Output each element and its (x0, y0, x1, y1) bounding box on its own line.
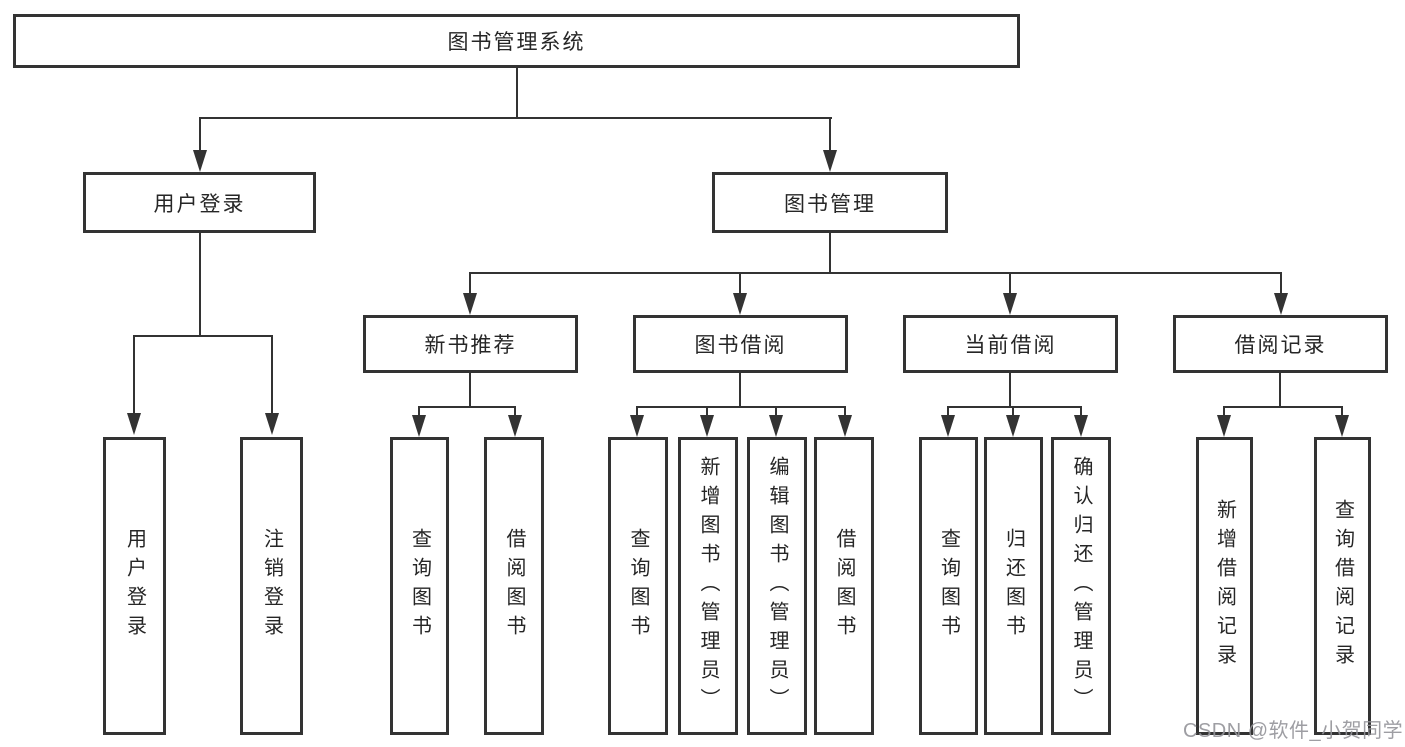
node-query-books-current: 查询图书 (919, 437, 978, 735)
arrow-down-icon (941, 415, 955, 437)
node-label: 编辑图书（管理员） (766, 455, 788, 717)
connector-line (636, 406, 638, 418)
arrow-down-icon (700, 415, 714, 437)
node-add-book-admin: 新增图书（管理员） (678, 437, 738, 735)
connector-line (469, 272, 471, 295)
arrow-down-icon (265, 413, 279, 435)
node-borrow-books-recommend: 借阅图书 (484, 437, 544, 735)
connector-line (844, 406, 846, 418)
connector-line (199, 232, 201, 337)
node-current-borrowing: 当前借阅 (903, 315, 1118, 373)
arrow-down-icon (733, 293, 747, 315)
node-query-books-borrow: 查询图书 (608, 437, 668, 735)
connector-line (739, 272, 741, 295)
node-return-books: 归还图书 (984, 437, 1043, 735)
connector-line (514, 406, 516, 418)
connector-line (133, 335, 273, 337)
connector-line (636, 406, 846, 408)
arrow-down-icon (193, 150, 207, 172)
csdn-watermark: CSDN @软件_小贺同学 (1183, 720, 1404, 742)
arrow-down-icon (1274, 293, 1288, 315)
arrow-down-icon (838, 415, 852, 437)
connector-line (1009, 372, 1011, 408)
node-add-borrow-record: 新增借阅记录 (1196, 437, 1253, 735)
connector-line (1279, 372, 1281, 408)
node-label: 新增图书（管理员） (697, 455, 719, 717)
node-label: 借阅图书 (833, 528, 855, 644)
node-borrowing-records: 借阅记录 (1173, 315, 1388, 373)
connector-line (1341, 406, 1343, 418)
connector-line (271, 335, 273, 417)
node-label: 新增借阅记录 (1213, 499, 1236, 673)
connector-line (418, 406, 420, 418)
connector-line (706, 406, 708, 418)
node-label: 查询借阅记录 (1331, 499, 1354, 673)
connector-line (1223, 406, 1343, 408)
node-new-book-recommendation: 新书推荐 (363, 315, 578, 373)
node-book-management: 图书管理 (712, 172, 948, 233)
arrow-down-icon (508, 415, 522, 437)
connector-line (947, 406, 949, 418)
connector-line (199, 117, 201, 153)
connector-line (775, 406, 777, 418)
connector-line (1009, 272, 1011, 295)
node-confirm-return-admin: 确认归还（管理员） (1051, 437, 1111, 735)
node-user-login: 用户登录 (83, 172, 316, 233)
connector-line (739, 372, 741, 408)
arrow-down-icon (630, 415, 644, 437)
node-label: 查询图书 (937, 528, 960, 644)
node-query-borrow-record: 查询借阅记录 (1314, 437, 1371, 735)
arrow-down-icon (463, 293, 477, 315)
node-label: 注销登录 (260, 528, 283, 644)
connector-line (829, 232, 831, 274)
arrow-down-icon (1335, 415, 1349, 437)
node-borrow-books-borrow: 借阅图书 (814, 437, 874, 735)
node-system-root: 图书管理系统 (13, 14, 1020, 68)
arrow-down-icon (769, 415, 783, 437)
connector-line (516, 67, 518, 119)
node-label: 借阅图书 (503, 528, 525, 644)
node-label: 用户登录 (123, 528, 146, 644)
node-query-books-recommend: 查询图书 (390, 437, 449, 735)
connector-line (469, 372, 471, 408)
node-label: 归还图书 (1002, 528, 1025, 644)
arrow-down-icon (1003, 293, 1017, 315)
node-user-login-action: 用户登录 (103, 437, 166, 735)
connector-line (133, 335, 135, 417)
arrow-down-icon (1074, 415, 1088, 437)
connector-line (1223, 406, 1225, 418)
arrow-down-icon (1217, 415, 1231, 437)
node-label: 确认归还（管理员） (1070, 455, 1092, 717)
connector-line (1280, 272, 1282, 295)
node-edit-book-admin: 编辑图书（管理员） (747, 437, 807, 735)
connector-line (199, 117, 832, 119)
arrow-down-icon (823, 150, 837, 172)
arrow-down-icon (1006, 415, 1020, 437)
node-logout-action: 注销登录 (240, 437, 303, 735)
connector-line (418, 406, 516, 408)
node-label: 查询图书 (408, 528, 431, 644)
connector-line (829, 117, 831, 153)
arrow-down-icon (412, 415, 426, 437)
node-label: 查询图书 (627, 528, 649, 644)
connector-line (1012, 406, 1014, 418)
connector-line (469, 272, 1282, 274)
connector-line (1080, 406, 1082, 418)
node-book-borrowing: 图书借阅 (633, 315, 848, 373)
connector-line (947, 406, 1082, 408)
arrow-down-icon (127, 413, 141, 435)
